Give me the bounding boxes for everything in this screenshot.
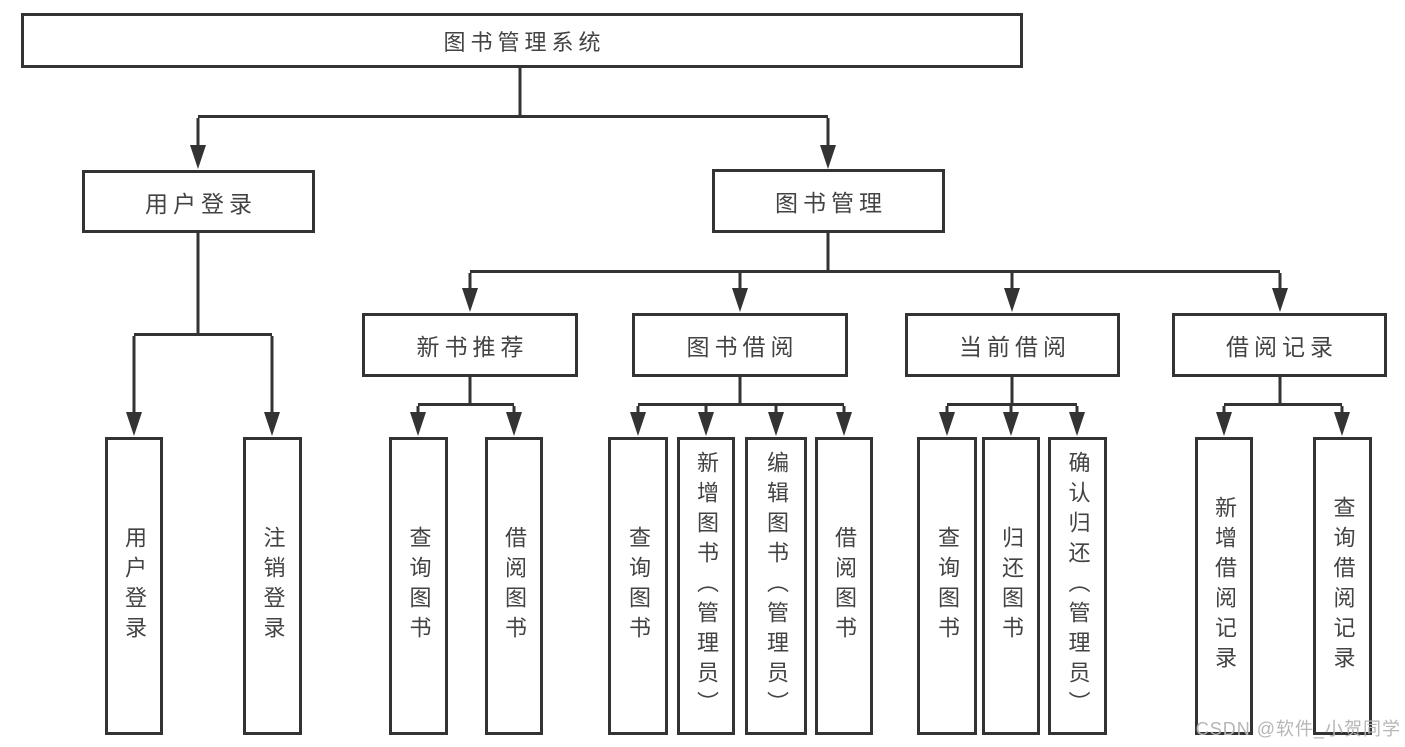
- node-label: 图书借阅: [686, 334, 799, 360]
- leaf-borrow-books-1: 借阅图书: [485, 437, 543, 735]
- node-label: 新书推荐: [416, 334, 529, 360]
- node-label: 归还图书: [999, 526, 1024, 646]
- csdn-watermark: CSDN @软件_小贺同学: [1195, 719, 1401, 739]
- leaf-query-books-2: 查询图书: [608, 437, 668, 735]
- node-book-borrow: 图书借阅: [632, 313, 848, 377]
- leaf-query-borrow-record: 查询借阅记录: [1313, 437, 1372, 735]
- node-library-management-system: 图书管理系统: [21, 13, 1023, 68]
- leaf-add-borrow-record: 新增借阅记录: [1195, 437, 1253, 735]
- node-label: 查询图书: [935, 526, 960, 646]
- node-new-book-recommend: 新书推荐: [362, 313, 578, 377]
- leaf-add-book-admin: 新增图书（管理员）: [677, 437, 735, 735]
- leaf-edit-book-admin: 编辑图书（管理员）: [745, 437, 807, 735]
- leaf-user-login: 用户登录: [105, 437, 163, 735]
- node-label: 编辑图书（管理员）: [764, 451, 789, 721]
- connector-userlogin-to-children: [134, 233, 272, 336]
- node-label: 借阅图书: [832, 526, 857, 646]
- node-borrow-records: 借阅记录: [1172, 313, 1387, 377]
- connector-records-to-children: [1224, 377, 1342, 406]
- arrowheads: [126, 145, 1350, 436]
- leaf-logout: 注销登录: [243, 437, 302, 735]
- node-label: 用户登录: [122, 526, 147, 646]
- leaf-query-books-1: 查询图书: [389, 437, 448, 735]
- node-label: 查询图书: [406, 526, 432, 646]
- node-label: 借阅图书: [502, 526, 527, 646]
- node-label: 图书管理: [775, 190, 887, 216]
- node-label: 图书管理系统: [443, 29, 606, 55]
- node-label: 新增图书（管理员）: [694, 451, 719, 721]
- connector-newbook-to-children: [418, 377, 514, 406]
- node-current-borrow: 当前借阅: [905, 313, 1120, 377]
- leaf-borrow-books-2: 借阅图书: [815, 437, 873, 735]
- connector-root-to-level2: [198, 68, 828, 118]
- leaf-confirm-return-admin: 确认归还（管理员）: [1048, 437, 1107, 735]
- connector-currentborrow-to-children: [947, 377, 1077, 406]
- node-label: 确认归还（管理员）: [1065, 451, 1091, 721]
- node-label: 注销登录: [260, 526, 286, 646]
- node-label: 用户登录: [145, 190, 257, 217]
- leaf-return-books: 归还图书: [982, 437, 1040, 735]
- leaf-query-books-3: 查询图书: [917, 437, 977, 735]
- connector-bookborrow-to-children: [638, 377, 844, 406]
- node-label: 新增借阅记录: [1212, 496, 1237, 676]
- node-label: 借阅记录: [1226, 334, 1338, 360]
- node-user-login: 用户登录: [82, 170, 315, 233]
- node-book-management: 图书管理: [712, 169, 945, 233]
- connector-bookmgmt-to-level3: [470, 233, 1280, 273]
- node-label: 查询借阅记录: [1330, 496, 1356, 676]
- node-label: 当前借阅: [959, 334, 1071, 360]
- node-label: 查询图书: [626, 526, 651, 646]
